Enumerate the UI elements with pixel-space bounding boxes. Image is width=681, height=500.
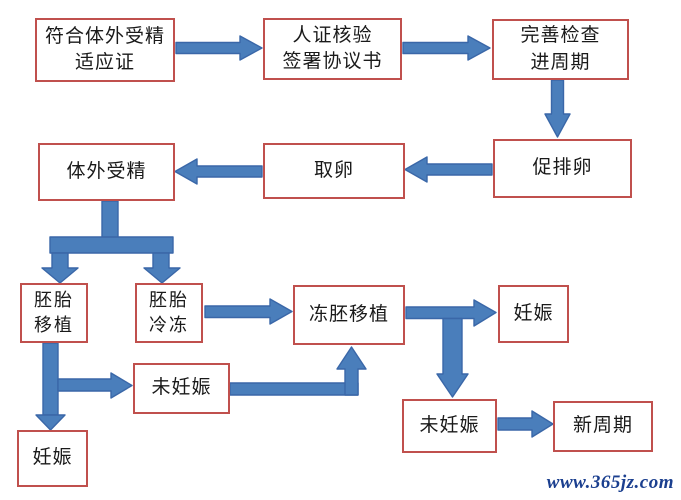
edge-frozen-notpregnant-arrow	[436, 317, 469, 398]
node-embryo-freeze: 胚胎 冷冻	[135, 283, 203, 343]
edge-frozen-pregnancy-arrow	[405, 299, 497, 327]
node-ovulation-induction: 促排卵	[493, 139, 632, 198]
node-egg-retrieval: 取卵	[263, 143, 405, 199]
node-exam-cycle: 完善检查 进周期	[492, 19, 629, 80]
node-pregnancy-fresh: 妊娠	[17, 430, 88, 487]
edge-notpregnant-newcycle-arrow	[497, 410, 554, 438]
node-pregnancy-after-frozen: 妊娠	[498, 285, 569, 343]
node-not-pregnant-frozen: 未妊娠	[402, 399, 497, 453]
edge-ivf-split-stub	[101, 200, 119, 240]
edge-ivf-split-bar	[49, 236, 174, 254]
edge-transfer-notpregnant-arrow	[57, 372, 133, 399]
edge-notpregnant-frozen-bar	[229, 382, 359, 396]
node-new-cycle: 新周期	[553, 401, 653, 452]
edge-ovulation-retrieval-arrow	[404, 156, 493, 183]
edge-ivf-embryo-transfer-arrow	[41, 252, 79, 284]
node-frozen-embryo-transfer: 冻胚移植	[293, 285, 405, 345]
edge-indication-verify-arrow	[175, 35, 263, 61]
watermark-url: www.365jz.com	[546, 472, 674, 493]
edge-retrieval-ivf-arrow	[174, 158, 263, 185]
node-identity-verify: 人证核验 签署协议书	[263, 18, 402, 80]
edge-ivf-embryo-freeze-arrow	[143, 252, 181, 284]
edge-transfer-pregnancy-arrow	[35, 414, 66, 431]
node-embryo-transfer: 胚胎 移植	[20, 283, 88, 343]
node-ivf: 体外受精	[38, 143, 175, 201]
edge-notpregnant-frozen-arrow	[336, 346, 367, 396]
edge-transfer-pregnancy-line	[42, 342, 59, 416]
edge-verify-exam-arrow	[402, 35, 491, 61]
node-ivf-indication: 符合体外受精 适应证	[35, 18, 175, 82]
node-not-pregnant-fresh: 未妊娠	[133, 363, 230, 414]
edge-freeze-frozen-arrow	[204, 298, 293, 325]
edge-exam-ovulation-arrow	[544, 79, 571, 138]
